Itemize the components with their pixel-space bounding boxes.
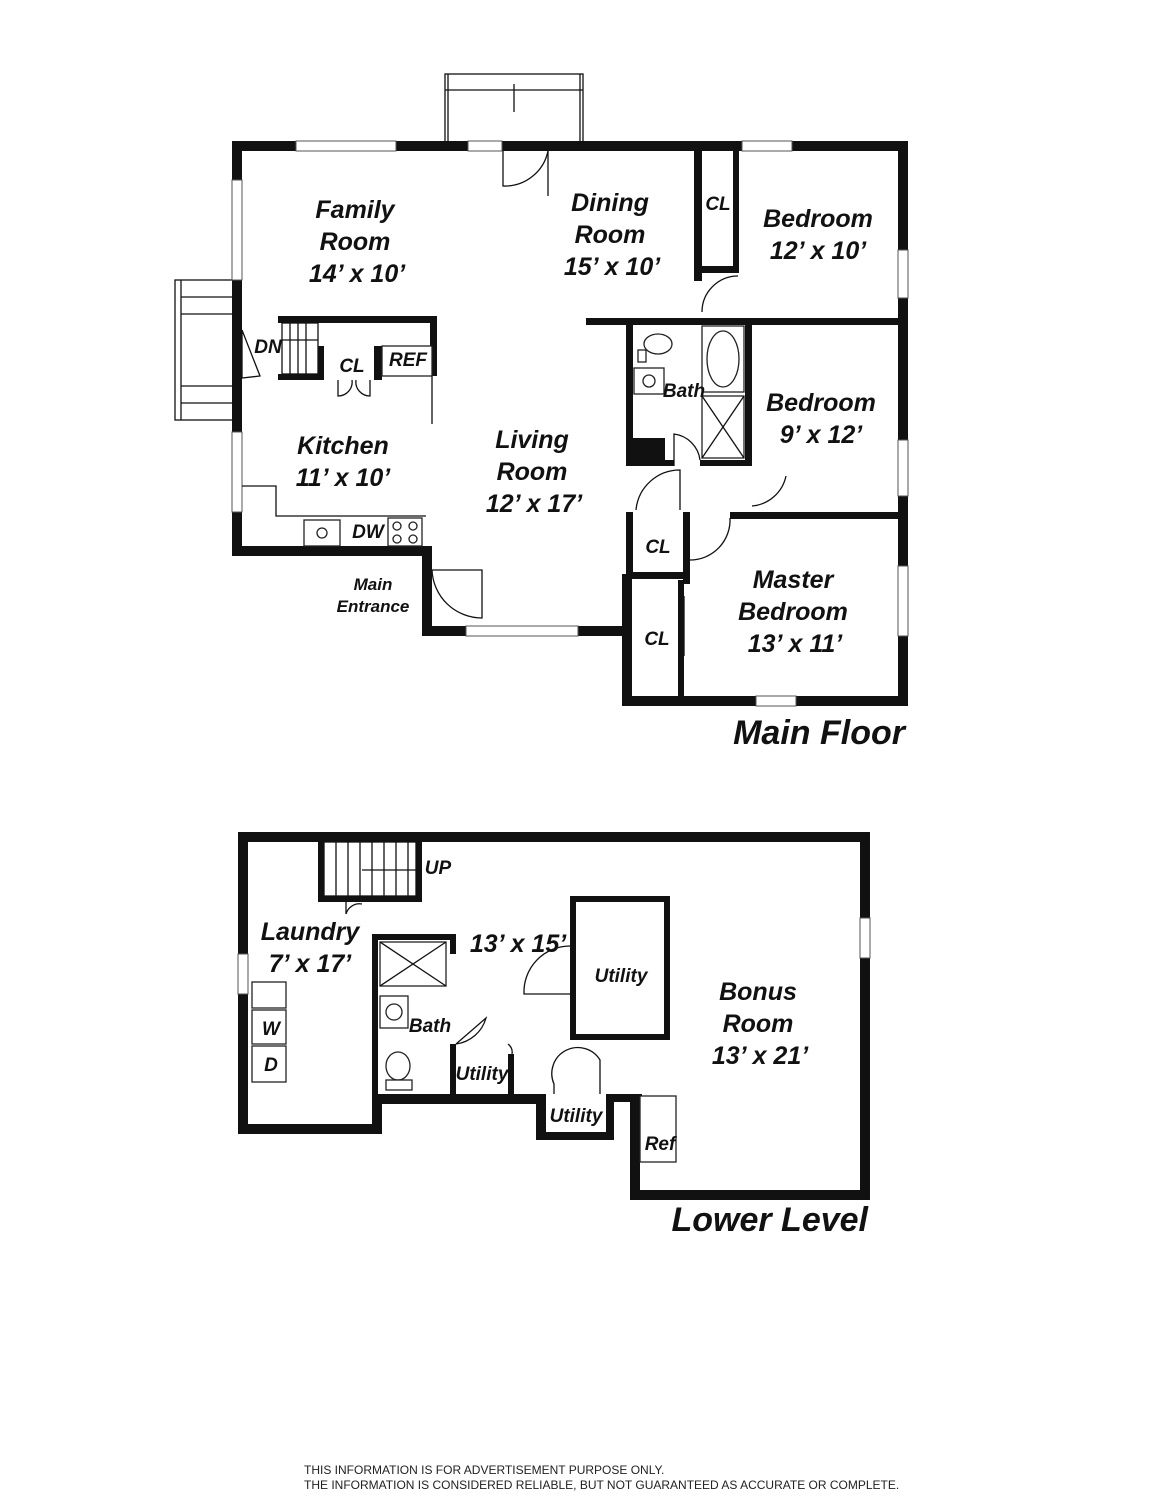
bath-label-lower: Bath <box>409 1016 451 1037</box>
utility-label-3: Utility <box>550 1106 604 1127</box>
bedroom-1-size: 12’ x 10’ <box>770 237 867 265</box>
top-deck <box>444 73 584 145</box>
side-porch-stairs <box>174 279 236 421</box>
lower-level-doors <box>345 902 601 1094</box>
utility-label-2: Utility <box>456 1064 510 1085</box>
refrigerator-label: REF <box>389 350 428 371</box>
bonus-room-name-2: Room <box>723 1010 794 1038</box>
bonus-room-name-1: Bonus <box>719 978 797 1006</box>
dishwasher-label: DW <box>352 522 386 543</box>
bedroom-2-name: Bedroom <box>766 389 876 417</box>
laundry-size: 7’ x 17’ <box>269 950 353 978</box>
lower-level: UP Laundry 7’ x 17’ 13’ x 15’ Utility Ba… <box>237 832 871 1239</box>
living-room-size: 12’ x 17’ <box>486 490 583 518</box>
closet-label-kitchen: CL <box>339 356 364 377</box>
family-room-size: 14’ x 10’ <box>309 260 406 288</box>
lower-level-windows <box>237 917 871 995</box>
main-floor-doors <box>241 150 787 656</box>
main-floor-interior-walls <box>278 151 898 696</box>
main-entrance-label-1: Main <box>354 575 393 594</box>
main-floor-windows <box>231 140 909 707</box>
closet-label-top: CL <box>705 194 730 215</box>
kitchen-name: Kitchen <box>297 432 389 460</box>
living-room-name-1: Living <box>495 426 569 454</box>
master-bedroom-name-1: Master <box>753 566 835 594</box>
bedroom-2-size: 9’ x 12’ <box>780 421 864 449</box>
closet-label-hall: CL <box>645 537 670 558</box>
main-entrance-label-2: Entrance <box>337 597 410 616</box>
dining-room-name-2: Room <box>575 221 646 249</box>
closet-label-master: CL <box>644 629 669 650</box>
kitchen-size: 11’ x 10’ <box>296 464 392 492</box>
dining-room-size: 15’ x 10’ <box>564 253 661 281</box>
family-room-name-1: Family <box>315 196 395 224</box>
dryer-label: D <box>264 1055 278 1076</box>
main-floor-labels: Family Room 14’ x 10’ Dining Room 15’ x … <box>254 189 906 752</box>
master-bedroom-name-2: Bedroom <box>738 598 848 626</box>
main-floor-stairs <box>281 322 319 375</box>
bedroom-1-name: Bedroom <box>763 205 873 233</box>
refrigerator-label-lower: Ref <box>645 1134 677 1155</box>
master-bedroom-size: 13’ x 11’ <box>748 630 844 658</box>
lower-level-interior-walls <box>318 842 670 1100</box>
bath-label-main: Bath <box>663 381 705 402</box>
lower-level-labels: UP Laundry 7’ x 17’ 13’ x 15’ Utility Ba… <box>261 858 870 1239</box>
lower-level-stairs <box>323 841 420 897</box>
stairs-down-label: DN <box>254 337 283 358</box>
disclaimer-line-1: THIS INFORMATION IS FOR ADVERTISEMENT PU… <box>304 1463 664 1477</box>
lower-level-fixtures <box>251 941 677 1163</box>
stairs-up-label: UP <box>425 858 452 879</box>
lower-level-title: Lower Level <box>671 1201 869 1239</box>
laundry-name: Laundry <box>261 918 361 946</box>
main-floor-title: Main Floor <box>733 714 907 752</box>
center-room-size: 13’ x 15’ <box>470 930 567 958</box>
main-floor-fixtures <box>242 325 745 547</box>
utility-label-1: Utility <box>595 966 649 987</box>
disclaimer: THIS INFORMATION IS FOR ADVERTISEMENT PU… <box>304 1463 899 1492</box>
disclaimer-line-2: THE INFORMATION IS CONSIDERED RELIABLE, … <box>304 1478 899 1492</box>
washer-label: W <box>262 1019 282 1040</box>
bonus-room-size: 13’ x 21’ <box>712 1042 809 1070</box>
main-floor: Family Room 14’ x 10’ Dining Room 15’ x … <box>174 73 909 752</box>
family-room-name-2: Room <box>320 228 391 256</box>
living-room-name-2: Room <box>497 458 568 486</box>
dining-room-name-1: Dining <box>571 189 649 217</box>
